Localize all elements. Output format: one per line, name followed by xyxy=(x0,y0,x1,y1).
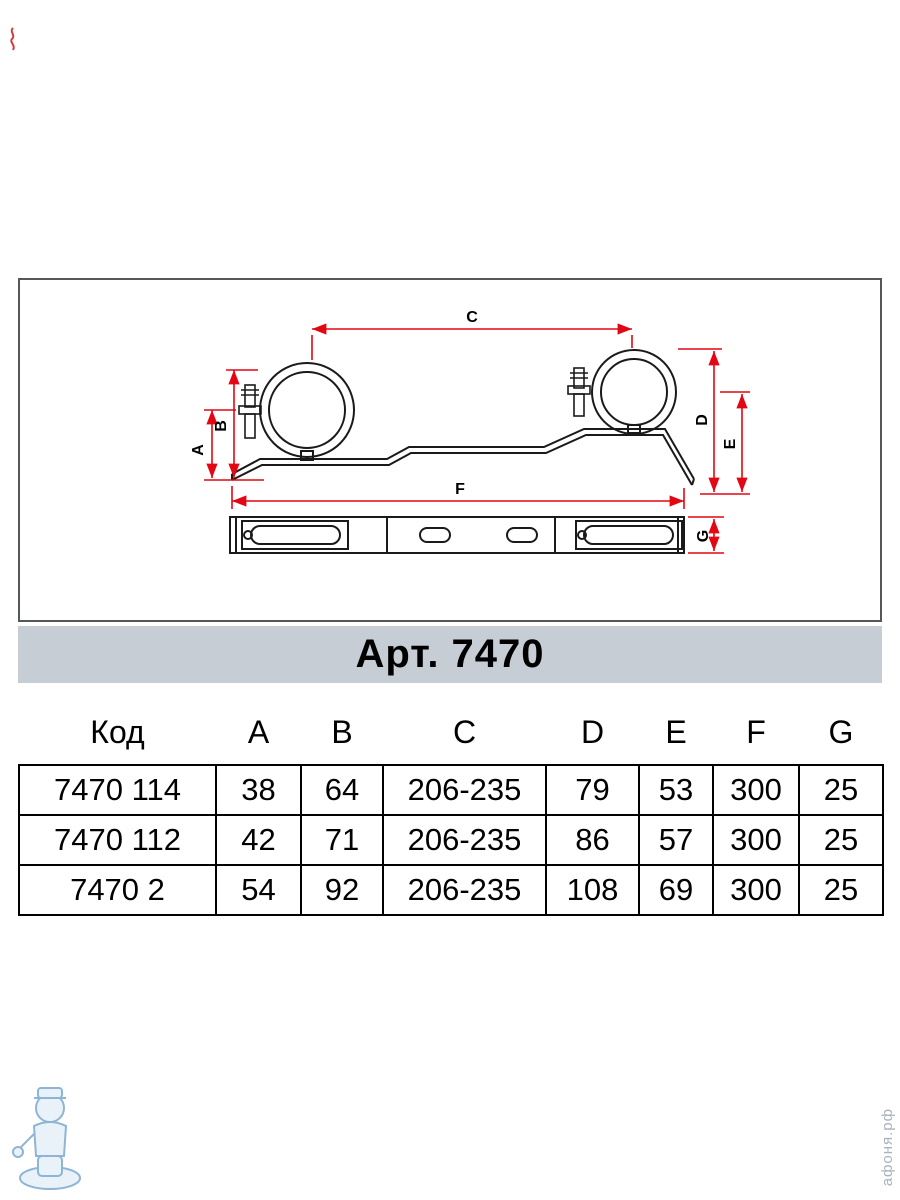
dimension-G xyxy=(688,516,724,554)
dimension-A xyxy=(204,409,236,478)
cell-a: 38 xyxy=(215,764,302,816)
cell-d: 108 xyxy=(545,864,640,916)
dimension-D xyxy=(678,348,722,492)
cell-code: 7470 114 xyxy=(18,764,217,816)
front-right-band xyxy=(575,520,683,550)
technical-drawing-panel: C A B D E F G xyxy=(18,278,882,622)
cell-code: 7470 2 xyxy=(18,864,217,916)
right-clamp-bolt xyxy=(567,367,591,417)
col-header-c: C xyxy=(452,713,477,750)
article-banner: Арт. 7470 xyxy=(18,626,882,683)
left-clamp-bolt xyxy=(238,384,262,439)
dimension-F xyxy=(231,486,685,509)
mascot-body xyxy=(32,1121,68,1157)
cell-a: 42 xyxy=(215,814,302,866)
right-clamp xyxy=(567,349,677,435)
col-header-e: E xyxy=(665,713,687,750)
cell-e: 57 xyxy=(638,814,714,866)
cell-c: 206-235 xyxy=(382,814,547,866)
label-G: G xyxy=(695,530,712,542)
col-header-f: F xyxy=(746,713,766,750)
mascot-cap xyxy=(37,1087,63,1099)
label-A: A xyxy=(190,444,207,456)
front-view xyxy=(229,516,685,554)
label-C: C xyxy=(466,309,478,326)
cell-g: 25 xyxy=(798,814,884,866)
label-B: B xyxy=(213,420,230,432)
cell-b: 92 xyxy=(300,864,384,916)
cell-f: 300 xyxy=(712,814,800,866)
cell-g: 25 xyxy=(798,864,884,916)
col-header-d: D xyxy=(580,713,605,750)
plunger-shape xyxy=(12,1146,24,1158)
cell-e: 69 xyxy=(638,864,714,916)
bracket-drawing: C A B D E F G xyxy=(190,309,750,554)
col-header-code: Код xyxy=(90,713,145,750)
dimension-E xyxy=(700,391,750,495)
cell-f: 300 xyxy=(712,864,800,916)
table-row: 7470 114 38 64 206-235 79 53 300 25 xyxy=(18,764,884,816)
col-header-a: A xyxy=(247,713,270,750)
dimension-B xyxy=(204,369,264,481)
label-D: D xyxy=(694,414,711,426)
mascot-arm xyxy=(19,1133,35,1149)
label-F: F xyxy=(455,481,465,498)
cell-g: 25 xyxy=(798,764,884,816)
cell-b: 71 xyxy=(300,814,384,866)
dimension-C xyxy=(311,323,633,360)
label-E: E xyxy=(722,438,739,449)
cell-d: 86 xyxy=(545,814,640,866)
dimensions xyxy=(204,323,750,554)
table-header-row: Код A B C D E F G xyxy=(19,700,883,765)
side-view xyxy=(231,349,695,486)
table-row: 7470 2 54 92 206-235 108 69 300 25 xyxy=(18,864,884,916)
article-number: Арт. 7470 xyxy=(355,632,545,676)
cell-c: 206-235 xyxy=(382,864,547,916)
col-header-g: G xyxy=(828,713,854,750)
toilet-tank-shape xyxy=(37,1155,63,1177)
col-header-b: B xyxy=(331,713,353,750)
cell-d: 79 xyxy=(545,764,640,816)
cell-e: 53 xyxy=(638,764,714,816)
cell-code: 7470 112 xyxy=(18,814,217,866)
table-row: 7470 112 42 71 206-235 86 57 300 25 xyxy=(18,814,884,866)
plumber-mascot-logo xyxy=(12,1087,81,1190)
cell-a: 54 xyxy=(215,864,302,916)
cell-f: 300 xyxy=(712,764,800,816)
cell-c: 206-235 xyxy=(382,764,547,816)
dimension-labels: C A B D E F G xyxy=(190,309,739,542)
spec-table: Код A B C D E F G 7470 114 38 64 206-235… xyxy=(18,700,884,916)
site-watermark: афоня.рф xyxy=(879,1107,896,1186)
cell-b: 64 xyxy=(300,764,384,816)
red-corner-mark xyxy=(10,27,15,51)
left-clamp xyxy=(238,362,355,461)
front-left-band xyxy=(241,520,349,550)
